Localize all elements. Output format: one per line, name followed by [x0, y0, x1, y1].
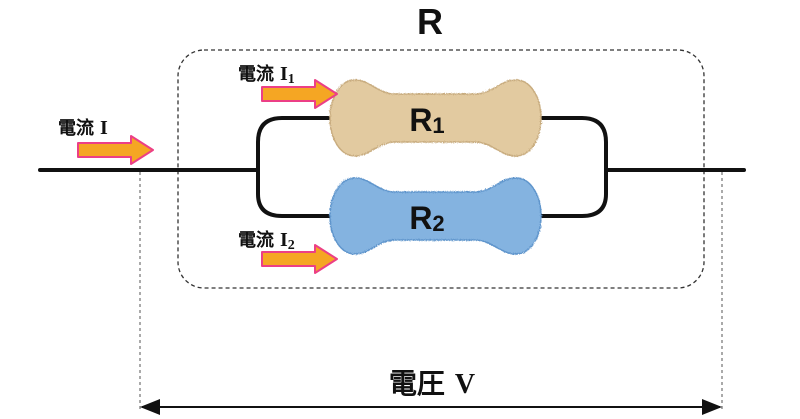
current-1-arrow-icon [261, 79, 338, 109]
resistor-r2-label: R2 [409, 200, 444, 236]
current-2-arrow-icon [261, 244, 338, 274]
resistor-r2-body [329, 177, 542, 255]
resistor-r2: R2 [329, 177, 542, 255]
resistor-r1-label: R1 [409, 102, 444, 138]
current-total-arrow-icon [77, 135, 154, 165]
combined-resistance-title: R [417, 1, 443, 42]
circuit-wires [38, 116, 746, 218]
resistor-r1-body [329, 79, 542, 157]
resistor-r1: R1 [329, 79, 542, 157]
